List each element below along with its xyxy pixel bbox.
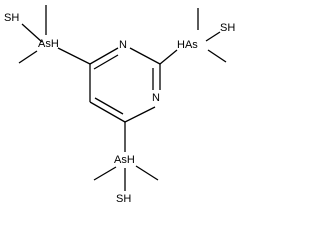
atom-label-sh-right: SH [220,22,235,34]
atom-label-sh-top-left: SH [4,12,19,24]
bond-as-methyl-bottom-right [135,165,159,181]
bond-ring-c6-n1-double [93,54,119,70]
bond-as-ring-top-left [57,47,91,65]
bond-sh-as-top-left [21,23,43,43]
bond-as-methyl-top-left-down [18,50,38,64]
bond-as-methyl-right-down [207,49,227,63]
bond-ring-c4-c5 [89,101,126,123]
bond-ring-c4-c5-double [94,97,124,115]
bond-ring-n1-c2 [129,47,161,65]
bond-ring-as-right [159,49,178,65]
atom-label-ash-bottom: AsH [114,154,135,166]
atom-label-n-ring-right: N [152,92,160,104]
bond-as-methyl-bottom-left [93,166,117,181]
bond-as-sh-right [205,31,221,42]
molecule-structure: SH AsH N HAs SH N AsH SH [4,5,235,205]
atom-label-ash-top-left: AsH [38,38,59,50]
atom-label-sh-bottom: SH [116,193,131,205]
atom-label-has-right: HAs [177,39,198,51]
bond-ring-c6-n1 [89,47,119,65]
bond-ring-n3-c4 [124,106,156,123]
atom-label-n-ring-top: N [119,39,127,51]
